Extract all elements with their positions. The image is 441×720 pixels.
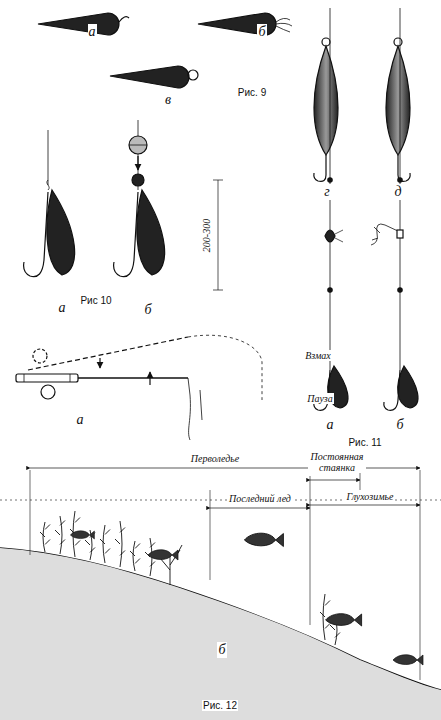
figure-letter: б (143, 302, 152, 317)
annotation-label: Пауза (306, 393, 333, 404)
figure-letter: г (323, 184, 330, 199)
figure-letter: б (257, 24, 266, 39)
figure-letter: а (58, 300, 67, 315)
figure-letter: а (326, 417, 335, 432)
annotation-label: Взмах (304, 350, 332, 361)
figure-letter: б (217, 642, 226, 657)
annotation-label: Рис. 11 (347, 437, 382, 448)
figure-letter: а (88, 24, 97, 39)
annotation-label: Рис. 12 (202, 700, 238, 711)
figure-letter: а (76, 412, 85, 427)
figure-letter: д (393, 184, 402, 199)
annotation-label: Рис. 9 (237, 87, 267, 98)
annotation-label: Рис 10 (79, 295, 112, 306)
annotation-label: Перволедье (190, 453, 240, 464)
figure-letter: б (395, 417, 404, 432)
figure-letter: в (164, 92, 172, 107)
annotation-label: Последний лед (228, 493, 292, 504)
annotation-label: 200-300 (202, 217, 213, 252)
annotation-label: Постоянная стаянка (308, 451, 366, 473)
annotation-label: Глухозимье (345, 491, 394, 502)
